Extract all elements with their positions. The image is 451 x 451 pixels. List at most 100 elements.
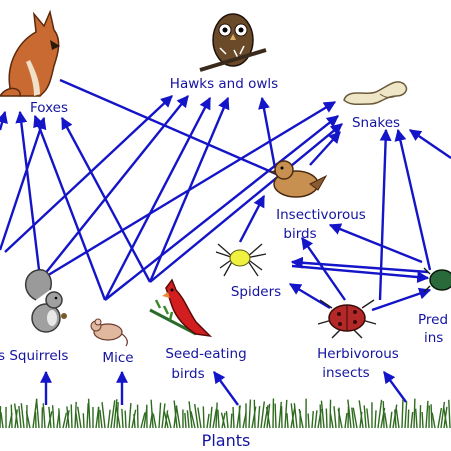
arrow-squirrels-to-snakes (39, 100, 337, 282)
grass-blade (161, 403, 166, 429)
arrow-spiders-to-predinsects (291, 264, 430, 284)
fox-icon (0, 9, 60, 97)
grass-blade (314, 410, 318, 429)
grass-blade (380, 407, 386, 429)
grass-blade (58, 408, 61, 429)
grass-blade (220, 412, 226, 429)
label-plants: Plants (202, 431, 251, 450)
grass-blade (82, 413, 85, 429)
arrow-mice-to-foxes (33, 114, 107, 301)
grass-blade (284, 399, 288, 429)
arrow-fox-region-to-insectbirds (59, 78, 292, 182)
grass-blade (163, 411, 169, 429)
grass-blade (425, 400, 429, 429)
grass-blade (442, 406, 448, 429)
grass-blade (99, 409, 103, 429)
insectivorous-bird-icon (268, 160, 328, 198)
grass-blade (113, 399, 118, 429)
grass-blade (232, 406, 235, 429)
grass-blade (383, 412, 388, 429)
arrow-offscreen-to-left (0, 110, 8, 131)
grass-blade (20, 403, 25, 429)
predatory-beetle-icon (423, 267, 451, 293)
grass-blade (351, 407, 355, 429)
grass-blade (190, 411, 196, 429)
grass-blade (110, 400, 116, 429)
label-seed-eating-birds-line2: birds (171, 366, 204, 382)
grass-blade (265, 406, 271, 429)
grass-blade (158, 402, 162, 429)
owl-icon (199, 13, 267, 72)
grass-blade (347, 399, 352, 429)
grass-blade (0, 412, 4, 429)
grass-blade (62, 412, 68, 429)
grass-blade (394, 409, 397, 429)
snake-icon (343, 81, 408, 106)
grass-blade (70, 404, 73, 429)
arrow-left-to-hawks (4, 95, 173, 253)
grass-blade (48, 406, 52, 429)
grass-blade (437, 407, 443, 429)
grass-blade (401, 399, 404, 429)
grass-blade (286, 413, 289, 429)
label-predatory-insects-line1: Pred (418, 312, 448, 328)
grass-blade (197, 407, 202, 429)
arrow-predinsects-to-insectbirds (328, 223, 423, 264)
grass-blade (188, 401, 193, 429)
grass-blade (329, 412, 334, 429)
label-herbivorous-insects-line2: insects (322, 365, 369, 381)
grass-blade (140, 412, 146, 429)
grass-blade (75, 411, 79, 429)
grass-blade (307, 413, 310, 429)
grass-blade (238, 405, 241, 429)
grass-blade (366, 408, 370, 429)
grass-blade (278, 401, 282, 429)
grass-blade (128, 402, 132, 429)
grass-blade (263, 405, 269, 429)
grass-blade (230, 413, 233, 429)
grass-icon (0, 398, 451, 429)
grass-blade (25, 411, 31, 429)
arrow-seedbirds-to-foxes (60, 116, 152, 283)
arrow-insectbirds-to-snakes (309, 131, 341, 166)
grass-blade (419, 405, 422, 429)
grass-blade (395, 408, 400, 429)
grass-blade (333, 406, 337, 429)
feeding-arrows (0, 78, 451, 406)
grass-blade (209, 406, 213, 429)
arrow-plants-to-seedbirds (213, 371, 239, 406)
grass-blade (421, 411, 424, 429)
grass-blade (193, 403, 199, 429)
grass-blade (382, 401, 385, 429)
grass-blade (202, 406, 205, 429)
grass-blade (133, 413, 136, 429)
grass-blade (430, 404, 433, 429)
grass-blade (166, 412, 172, 429)
grass-blade (344, 412, 348, 429)
arrow-herbinsects-to-snakes (378, 128, 392, 301)
arrow-insectbirds-to-hawks (258, 96, 277, 169)
arrow-herbinsects-to-spiders (288, 282, 331, 310)
label-insectivorous-birds-line1: Insectivorous (276, 207, 366, 223)
label-squirrels: s Squirrels (0, 348, 68, 364)
grass-blade (320, 400, 325, 429)
grass-blade (337, 408, 343, 429)
grass-blade (13, 403, 19, 429)
grass-blade (410, 411, 414, 429)
grass-blade (311, 411, 314, 429)
arrow-herbinsects-to-predinsects (371, 287, 432, 312)
grass-blade (448, 399, 451, 429)
grass-blade (206, 413, 210, 429)
arrow-offscreen-to-snakes (409, 129, 451, 159)
arrow-squirrels-to-foxes (15, 110, 42, 279)
grass-blade (150, 399, 154, 429)
arrow-spiders-to-insectbirds (238, 194, 266, 243)
grass-blade (35, 398, 40, 429)
grass-blade (184, 412, 187, 429)
grass-blade (440, 401, 446, 429)
grass-blade (152, 413, 157, 429)
spider-icon (215, 243, 267, 277)
label-foxes: Foxes (30, 100, 68, 116)
